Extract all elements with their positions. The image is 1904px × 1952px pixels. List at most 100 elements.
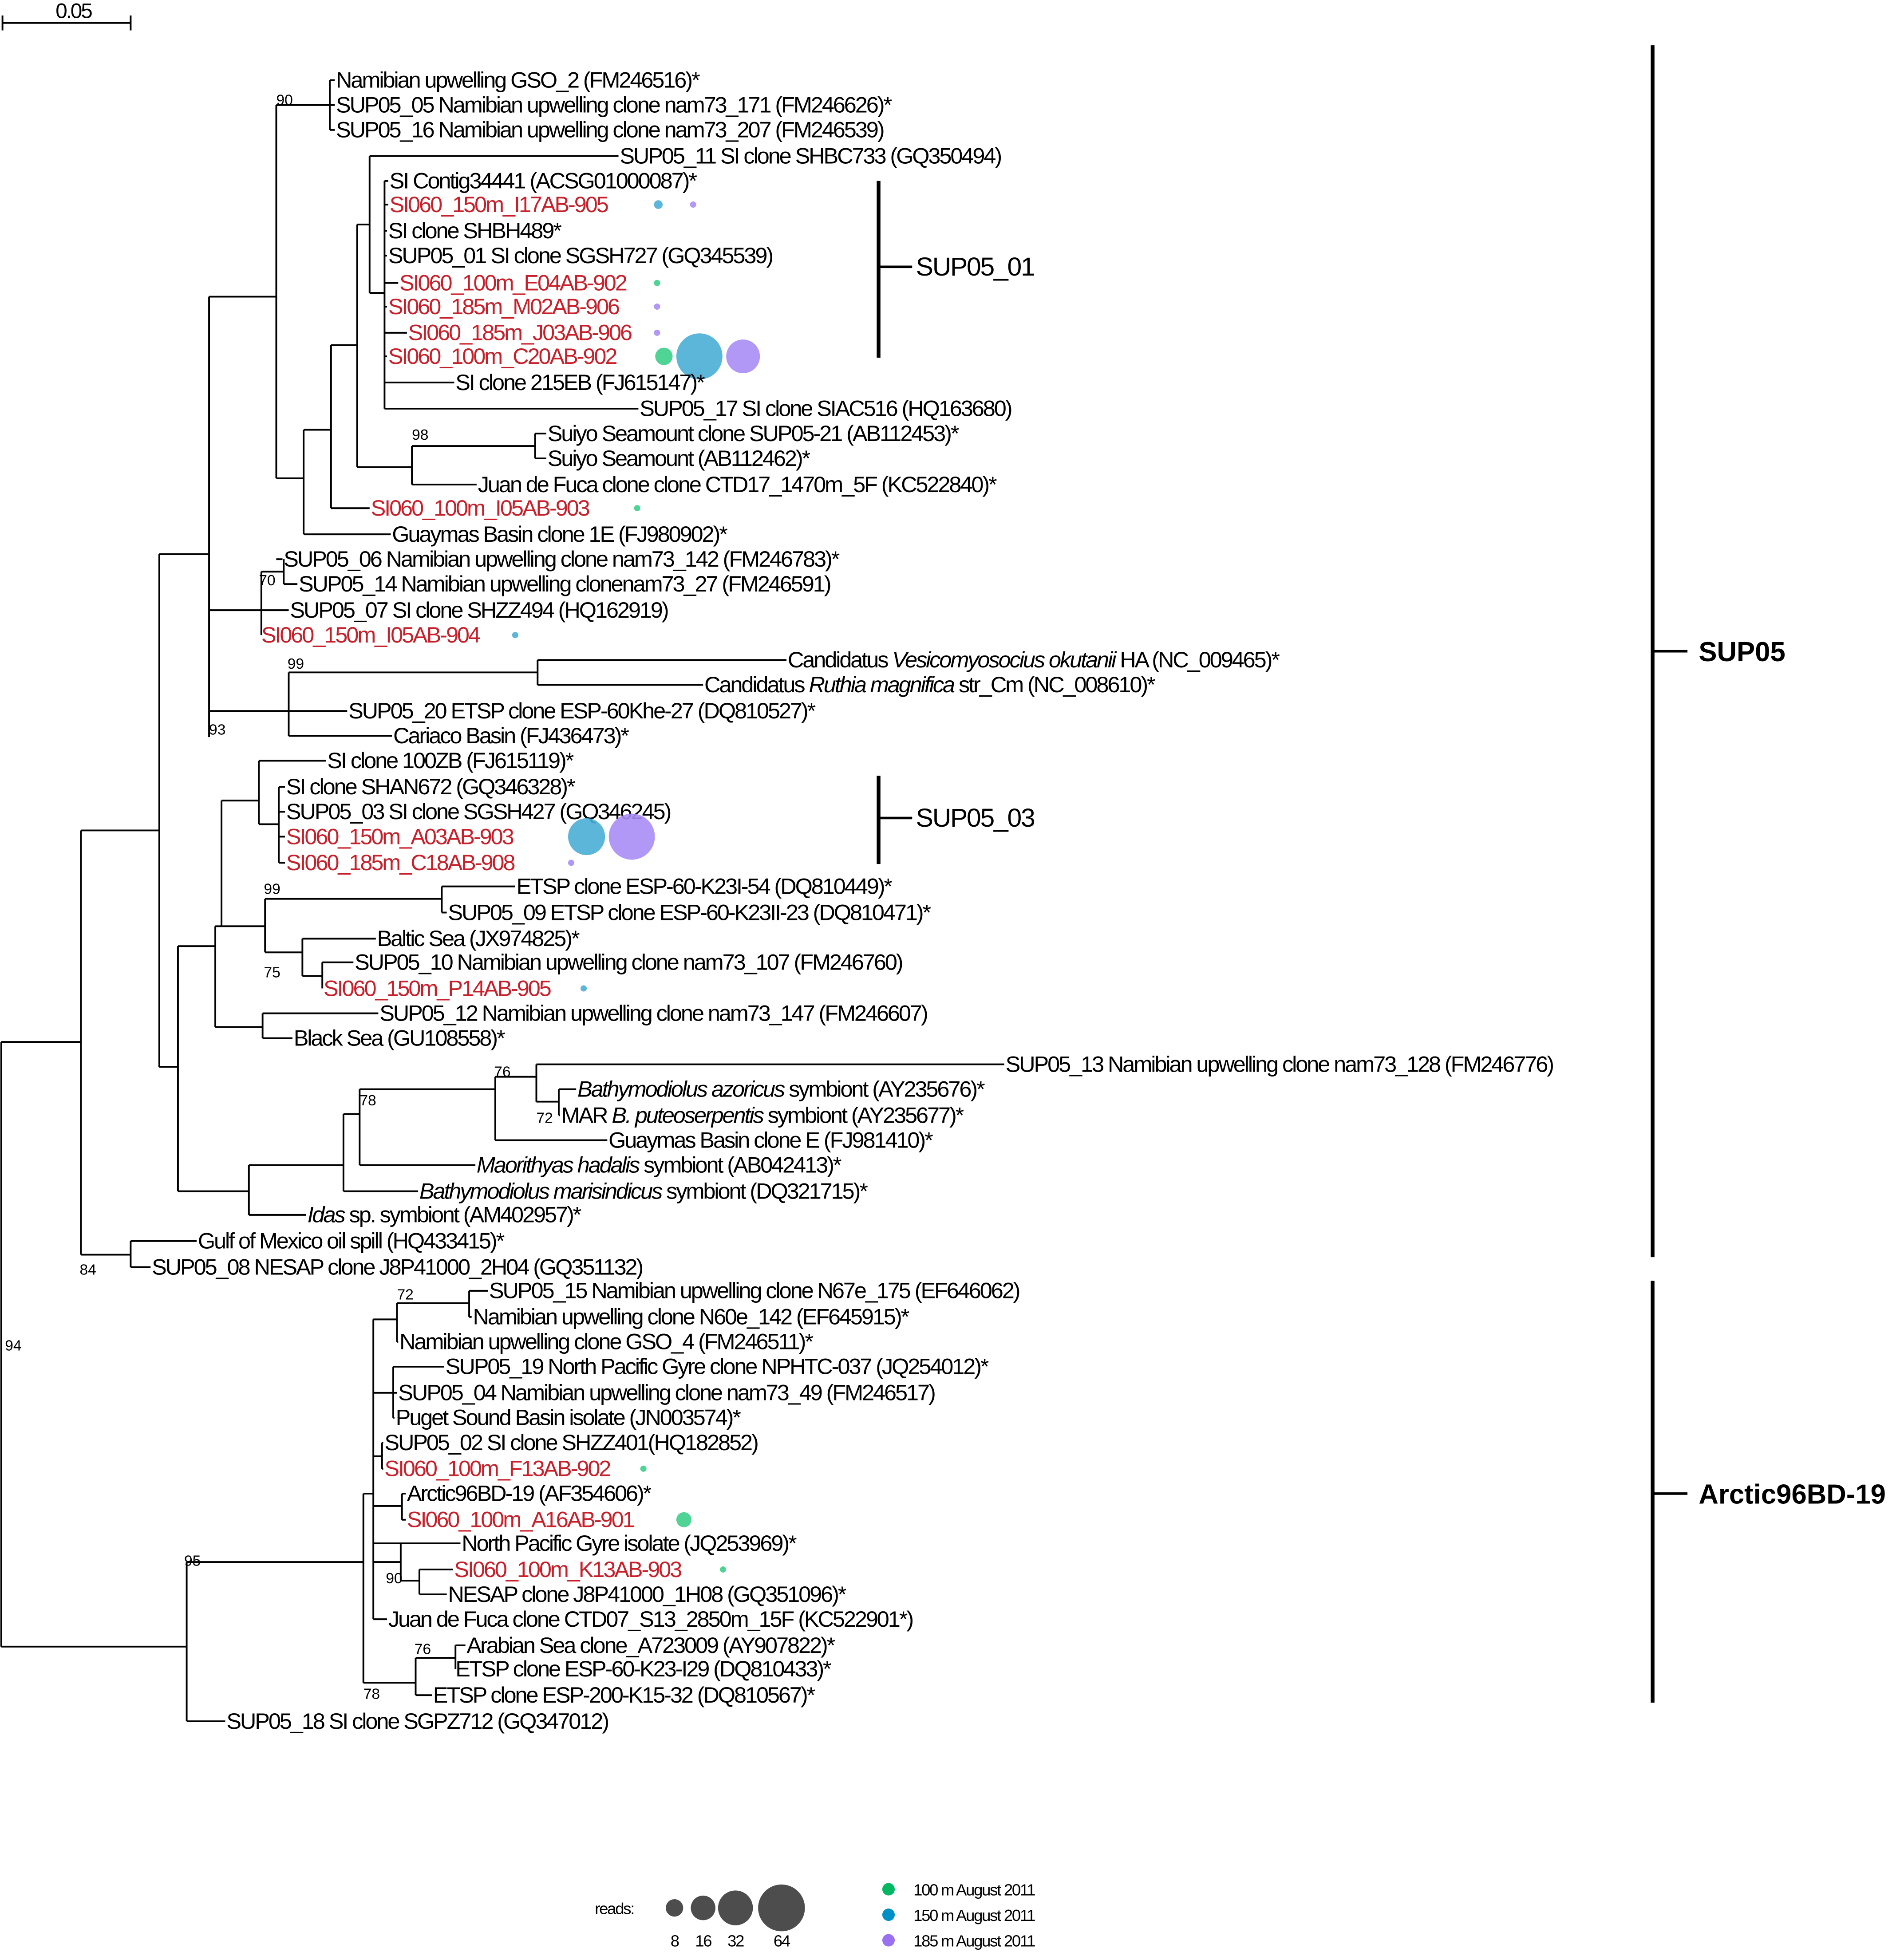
leaf-label-part: Arctic96BD-19 (AF354606)*: [407, 1481, 652, 1506]
bootstrap-value: 76: [415, 1641, 431, 1658]
reference-leaf: SUP05_01 SI clone SGSH727 (GQ345539): [384, 243, 774, 268]
reference-leaf: SUP05_16 Namibian upwelling clone nam73_…: [330, 117, 885, 142]
leaf-label-part: SUP05_08 NESAP clone J8P41000_2H04 (GQ35…: [152, 1254, 642, 1279]
leaf-label-part: ETSP clone ESP-200-K15-32 (DQ810567)*: [433, 1682, 815, 1708]
leaf-label: Maorithyas hadalis symbiont (AB042413)*: [477, 1152, 841, 1178]
reference-leaf: Candidatus Ruthia magnifica str_Cm (NC_0…: [537, 672, 1157, 697]
scale-bar: 0.05: [1, 0, 132, 31]
leaf-label-part: SI060_150m_A03AB-903: [286, 824, 514, 849]
leaf-label-part: Baltic Sea (JX974825)*: [377, 926, 580, 951]
reference-leaf: SI clone SHAN672 (GQ346328)*: [279, 774, 577, 799]
reads-bubble-185m: [726, 339, 760, 374]
leaf-label-part: SI060_150m_I05AB-904: [261, 622, 480, 647]
reads-bubble-100m: [720, 1566, 727, 1573]
leaf-label-italic: Vesicomyosocius okutanii: [892, 647, 1117, 672]
leaf-label-part: Guaymas Basin clone E (FJ981410)*: [608, 1127, 933, 1152]
leaf-label: Gulf of Mexico oil spill (HQ433415)*: [198, 1228, 505, 1254]
bootstrap-value: 72: [536, 1110, 553, 1126]
leaf-label-part: SUP05_14 Namibian upwelling clonenam73_2…: [299, 571, 830, 596]
leaf-label: Idas sp. symbiont (AM402957)*: [308, 1202, 581, 1227]
isolate-leaf: SI060_100m_C20AB-902: [384, 333, 760, 380]
clade-label-sup05-01: SUP05_01: [916, 252, 1035, 281]
leaf-label-part: HA (NC_009465)*: [1115, 647, 1280, 672]
legend-depth-label: 100 m August 2011: [913, 1881, 1035, 1899]
leaf-label: Bathymodiolus marisindicus symbiont (DQ3…: [419, 1178, 868, 1203]
isolate-leaf: SI060_100m_K13AB-903: [419, 1557, 727, 1582]
clade-markers: SUP05_01 SUP05_03 SUP05 Arctic96BD-19: [877, 45, 1886, 1703]
tree-branches: [0, 80, 560, 1722]
reference-leaf: SUP05_10 Namibian upwelling clone nam73_…: [322, 949, 904, 974]
clade-sup05-03: SUP05_03: [877, 776, 1035, 864]
leaf-label: ETSP clone ESP-60-K23I-54 (DQ810449)*: [517, 873, 893, 899]
leaf-label: SUP05_06 Namibian upwelling clone nam73_…: [284, 546, 839, 572]
leaf-label-part: SI060_100m_A16AB-901: [407, 1507, 634, 1532]
leaf-label: SUP05_11 SI clone SHBC733 (GQ350494): [620, 143, 1001, 169]
clade-arctic96bd-19: Arctic96BD-19: [1651, 1281, 1886, 1703]
reads-bubble-100m: [676, 1512, 691, 1527]
leaf-label: SUP05_10 Namibian upwelling clone nam73_…: [355, 949, 902, 974]
clade-label-sup05: SUP05: [1699, 637, 1785, 667]
leaf-label: Guaymas Basin clone E (FJ981410)*: [608, 1127, 933, 1152]
leaf-label: SI060_100m_A16AB-901: [407, 1507, 634, 1532]
leaf-label: Guaymas Basin clone 1E (FJ980902)*: [392, 521, 727, 547]
leaf-label: SI clone SHBH489*: [388, 218, 561, 243]
leaf-label: Bathymodiolus azoricus symbiont (AY23567…: [577, 1076, 985, 1101]
reference-leaf: MAR B. puteoserpentis symbiont (AY235677…: [558, 1102, 965, 1128]
leaf-label: Namibian upwelling GSO_2 (FM246516)*: [336, 67, 700, 93]
reference-leaf: Namibian upwelling clone GSO_4 (FM246511…: [397, 1329, 814, 1354]
reference-leaf: SUP05_20 ETSP clone ESP-60Khe-27 (DQ8105…: [288, 698, 817, 723]
leaf-label-part: SUP05_17 SI clone SIAC516 (HQ163680): [640, 396, 1011, 421]
bootstrap-value: 98: [412, 427, 428, 443]
leaf-label-part: Namibian upwelling clone GSO_4 (FM246511…: [399, 1329, 813, 1354]
leaf-label-italic: Maorithyas hadalis: [477, 1152, 640, 1178]
reference-leaf: SUP05_18 SI clone SGPZ712 (GQ347012): [186, 1708, 609, 1734]
reference-leaf: Cariaco Basin (FJ436473)*: [288, 723, 630, 748]
bootstrap-value: 84: [79, 1262, 96, 1278]
bootstrap-value: 75: [264, 964, 280, 981]
leaf-label-part: SUP05_04 Namibian upwelling clone nam73_…: [398, 1380, 935, 1405]
reads-bubble-100m: [654, 280, 660, 286]
leaf-label: SI060_185m_M02AB-906: [388, 294, 619, 319]
reads-bubble-100m: [640, 1465, 647, 1472]
clade-label-sup05-03: SUP05_03: [916, 804, 1035, 832]
leaf-label: Juan de Fuca clone CTD07_S13_2850m_15F (…: [388, 1606, 913, 1632]
reads-bubble-185m: [654, 303, 660, 310]
reference-leaf: SUP05_03 SI clone SGSH427 (GQ346245): [279, 799, 672, 824]
scale-bar-label: 0.05: [55, 0, 92, 23]
leaf-label: SUP05_13 Namibian upwelling clone nam73_…: [1006, 1051, 1553, 1077]
leaf-label-part: sp. symbiont (AM402957)*: [344, 1202, 581, 1227]
legend-depth-swatch-185m: [882, 1934, 895, 1947]
leaf-label-part: SUP05_01 SI clone SGSH727 (GQ345539): [388, 243, 773, 268]
leaf-label-part: SI060_100m_K13AB-903: [454, 1557, 681, 1582]
reads-bubble-150m: [581, 985, 587, 992]
leaf-label-part: SI060_150m_P14AB-905: [324, 975, 551, 1001]
reads-bubble-185m: [654, 329, 660, 336]
leaf-label-part: Namibian upwelling GSO_2 (FM246516)*: [336, 67, 700, 93]
reference-leaf: Guaymas Basin clone E (FJ981410)*: [495, 1127, 934, 1152]
leaf-label: Namibian upwelling clone GSO_4 (FM246511…: [399, 1329, 813, 1354]
leaf-label: NESAP clone J8P41000_1H08 (GQ351096)*: [448, 1581, 846, 1607]
leaf-label-part: SI060_100m_E04AB-902: [399, 270, 627, 296]
isolate-leaf: SI060_150m_P14AB-905: [324, 975, 587, 1001]
leaf-label: SI060_150m_P14AB-905: [324, 975, 551, 1001]
leaf-label-part: symbiont (DQ321715)*: [661, 1178, 868, 1203]
leaf-label-part: Puget Sound Basin isolate (JN003574)*: [396, 1405, 741, 1430]
leaf-label-part: SUP05_06 Namibian upwelling clone nam73_…: [284, 546, 839, 572]
leaf-label-part: SI060_150m_I17AB-905: [390, 192, 608, 217]
leaf-label-part: SI060_100m_I05AB-903: [371, 495, 589, 521]
leaf-label-part: Gulf of Mexico oil spill (HQ433415)*: [198, 1228, 505, 1254]
leaf-label-part: SI clone SHBH489*: [388, 218, 561, 243]
leaf-label-part: SUP05_02 SI clone SHZZ401(HQ182852): [384, 1430, 758, 1455]
reference-leaf: Bathymodiolus azoricus symbiont (AY23567…: [558, 1076, 986, 1101]
reference-leaf: SUP05_17 SI clone SIAC516 (HQ163680): [384, 396, 1013, 421]
isolate-leaf: SI060_100m_F13AB-902: [382, 1456, 647, 1481]
leaf-label-part: SUP05_13 Namibian upwelling clone nam73_…: [1006, 1051, 1553, 1077]
reference-leaf: SI clone SHBH489*: [384, 218, 563, 243]
leaf-label-part: SUP05_15 Namibian upwelling clone N67e_1…: [489, 1278, 1019, 1303]
legend-reads-circle: [666, 1899, 683, 1917]
bootstrap-value: 78: [359, 1092, 376, 1109]
reference-leaf: ETSP clone ESP-60-K23I-54 (DQ810449)*: [442, 873, 894, 899]
bootstrap-value: 78: [363, 1686, 380, 1703]
leaf-label-part: SUP05_12 Namibian upwelling clone nam73_…: [379, 1000, 927, 1025]
